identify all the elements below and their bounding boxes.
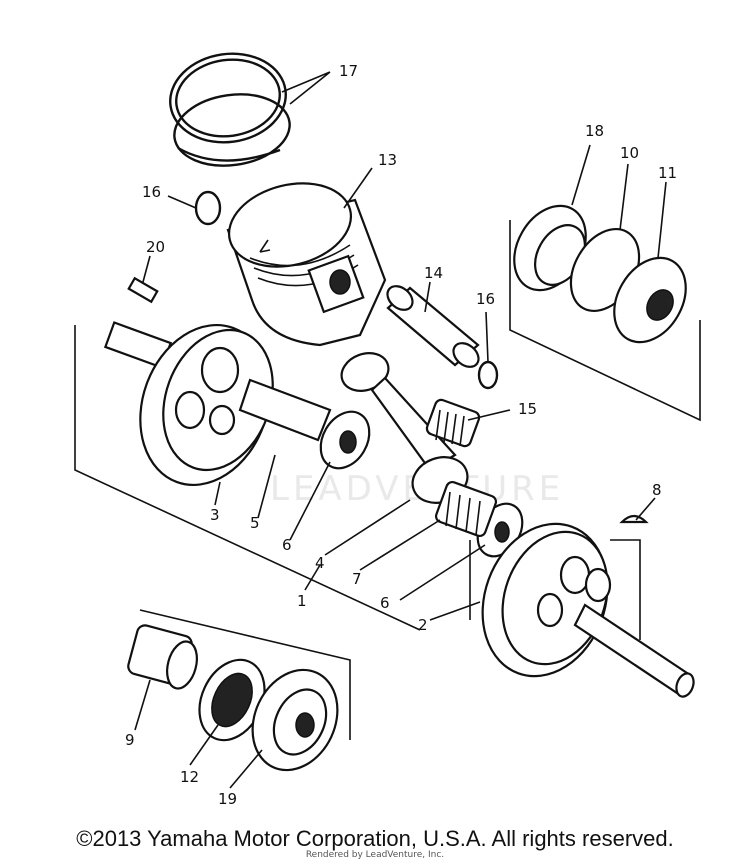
circlip-right bbox=[477, 360, 499, 390]
callout-14: 14 bbox=[424, 264, 443, 282]
callout-18: 18 bbox=[585, 122, 604, 140]
callout-7: 7 bbox=[352, 570, 362, 588]
copyright-notice: ©2013 Yamaha Motor Corporation, U.S.A. A… bbox=[76, 826, 674, 851]
woodruff-key-8 bbox=[619, 514, 649, 524]
thrust-washer-left bbox=[319, 410, 371, 470]
callout-6-right: 6 bbox=[380, 594, 390, 612]
rendered-by-notice: Rendered by LeadVenture, Inc. bbox=[305, 850, 445, 860]
callout-17: 17 bbox=[339, 62, 358, 80]
callout-20: 20 bbox=[146, 238, 165, 256]
woodruff-key-20 bbox=[127, 276, 159, 304]
callout-16-right: 16 bbox=[476, 290, 495, 308]
piston-rings bbox=[169, 52, 291, 167]
circlip-left bbox=[194, 190, 222, 226]
leader-lines bbox=[134, 71, 667, 789]
callout-12: 12 bbox=[180, 768, 199, 786]
callout-1: 1 bbox=[297, 592, 307, 610]
bearing-seal-group-left bbox=[127, 609, 351, 772]
callout-19: 19 bbox=[218, 790, 237, 808]
callout-labels: 17 13 16 20 14 16 15 18 10 11 8 3 5 6 4 … bbox=[125, 62, 677, 808]
callout-15: 15 bbox=[518, 400, 537, 418]
callout-13: 13 bbox=[378, 151, 397, 169]
callout-9: 9 bbox=[125, 731, 135, 749]
callout-4: 4 bbox=[315, 554, 325, 572]
callout-10: 10 bbox=[620, 144, 639, 162]
callout-6-left: 6 bbox=[282, 536, 292, 554]
callout-5: 5 bbox=[250, 514, 260, 532]
callout-3: 3 bbox=[210, 506, 220, 524]
small-end-needle-bearing bbox=[425, 398, 481, 448]
piston bbox=[226, 182, 387, 347]
big-end-needle-bearing bbox=[434, 480, 498, 538]
left-crank-wheel bbox=[74, 321, 421, 631]
callout-11: 11 bbox=[658, 164, 677, 182]
callout-16-left: 16 bbox=[142, 183, 161, 201]
right-crank-wheel bbox=[469, 522, 695, 698]
callout-8: 8 bbox=[652, 481, 662, 499]
callout-2: 2 bbox=[418, 616, 428, 634]
piston-pin bbox=[386, 285, 480, 368]
bearing-seal-group-right bbox=[509, 204, 701, 422]
